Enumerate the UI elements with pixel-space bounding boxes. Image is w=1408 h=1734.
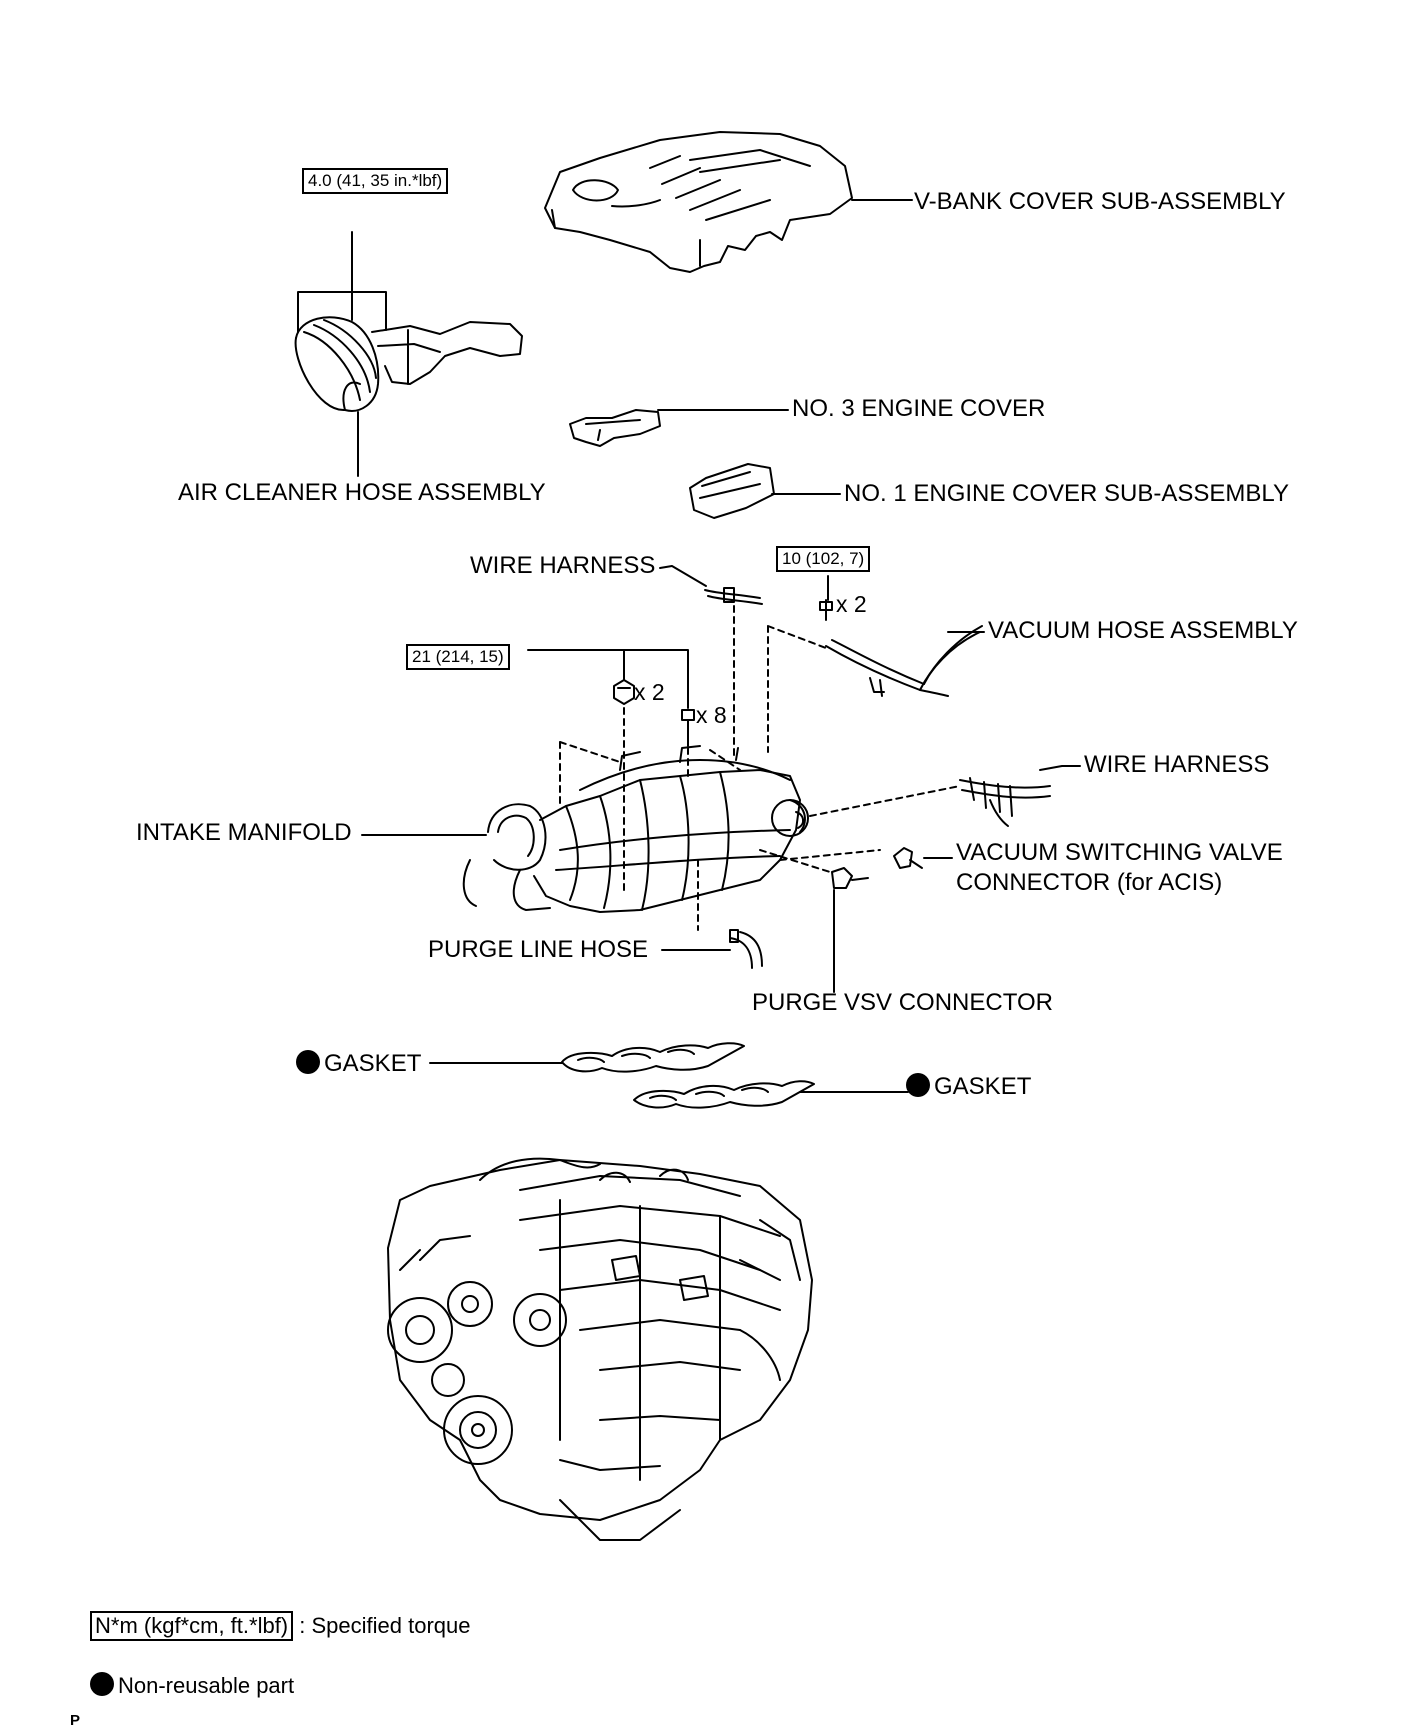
vacuum-hose-dash: [767, 625, 827, 753]
legend-torque-text: : Specified torque: [299, 1613, 471, 1638]
vacuum-hose-torque-box: 10 (102, 7): [776, 546, 871, 572]
leader-wire-harness-top: [659, 565, 707, 587]
vacuum-hose-bolt-drawing: [819, 599, 833, 621]
no1-engine-cover-drawing: [689, 463, 775, 519]
purge-line-hose-drawing: [729, 929, 763, 969]
non-reusable-dot-icon: [296, 1050, 320, 1074]
no3-engine-cover-drawing: [569, 409, 661, 447]
engine-block-drawing: [387, 1157, 813, 1541]
leader-air-cleaner-torque: [297, 231, 387, 333]
vacuum-hose-label: VACUUM HOSE ASSEMBLY: [988, 617, 1298, 644]
gasket-right-label: GASKET: [906, 1073, 1031, 1100]
non-reusable-dot-icon: [90, 1672, 114, 1696]
legend-nonreusable-text: Non-reusable part: [118, 1673, 295, 1698]
intake-manifold-label: INTAKE MANIFOLD: [136, 819, 352, 846]
purge-vsv-connector-drawing: [831, 867, 869, 889]
legend-nonreusable: Non-reusable part: [90, 1672, 294, 1699]
gasket-right-text: GASKET: [934, 1073, 1032, 1100]
legend-torque-unit: N*m (kgf*cm, ft.*lbf): [90, 1611, 294, 1641]
manifold-nut-qty: x 2: [634, 679, 665, 705]
air-cleaner-hose-label: AIR CLEANER HOSE ASSEMBLY: [178, 479, 546, 506]
v-bank-cover-drawing: [544, 131, 853, 273]
manifold-bolt-drawing: [681, 709, 695, 747]
vacuum-hose-bolt-qty: x 2: [836, 591, 867, 617]
gasket-right-drawing: [633, 1080, 815, 1109]
wire-harness-top-label: WIRE HARNESS: [470, 552, 656, 579]
purge-line-hose-label: PURGE LINE HOSE: [428, 936, 649, 963]
wire-harness-right-label: WIRE HARNESS: [1084, 751, 1270, 778]
non-reusable-dot-icon: [906, 1073, 930, 1097]
vsv-connector-label-line2: CONNECTOR (for ACIS): [956, 869, 1223, 896]
air-cleaner-torque-box: 4.0 (41, 35 in.*lbf): [302, 168, 449, 194]
air-cleaner-hose-drawing: [294, 316, 523, 412]
gasket-left-label: GASKET: [296, 1050, 421, 1077]
wire-harness-top-drawing: [704, 587, 763, 605]
leader-manifold-torque: [527, 649, 689, 709]
vsv-connector-drawing: [893, 847, 923, 869]
gasket-left-drawing: [561, 1042, 745, 1073]
leader-wire-harness-right: [1039, 765, 1081, 771]
no1-engine-cover-label: NO. 1 ENGINE COVER SUB-ASSEMBLY: [844, 480, 1289, 507]
manifold-bolt-qty: x 8: [696, 702, 727, 728]
wire-harness-right-drawing: [959, 777, 1051, 827]
vsv-connector-label-line1: VACUUM SWITCHING VALVE: [956, 839, 1283, 866]
no3-engine-cover-label: NO. 3 ENGINE COVER: [792, 395, 1046, 422]
intake-manifold-torque-box: 21 (214, 15): [406, 644, 510, 670]
purge-vsv-connector-label: PURGE VSV CONNECTOR: [752, 989, 1053, 1016]
manifold-nut-drawing: [613, 679, 635, 705]
v-bank-cover-label: V-BANK COVER SUB-ASSEMBLY: [914, 188, 1286, 215]
intake-manifold-drawing: [462, 745, 809, 913]
vacuum-hose-drawing: [825, 625, 983, 697]
corner-mark: P: [70, 1712, 81, 1729]
gasket-left-text: GASKET: [324, 1050, 422, 1077]
legend-torque: N*m (kgf*cm, ft.*lbf) : Specified torque: [90, 1611, 471, 1641]
